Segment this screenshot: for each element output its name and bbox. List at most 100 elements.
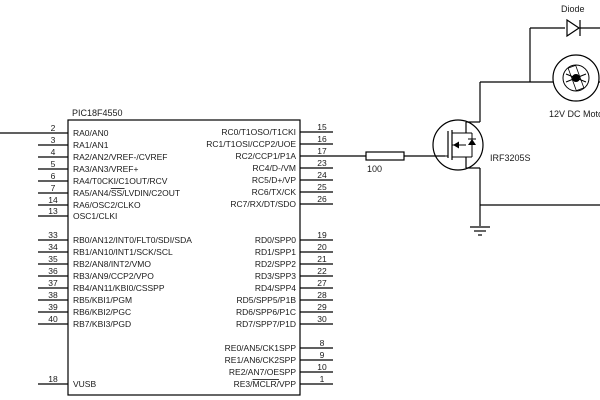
- pin-name: RA5/AN4/SS/LVDIN/C2OUT: [73, 188, 180, 198]
- pin-number: 23: [317, 158, 327, 168]
- pin-name: RC6/TX/CK: [252, 187, 297, 197]
- pin-number: 33: [48, 230, 58, 240]
- pin-name: RB1/AN10/INT1/SCK/SCL: [73, 247, 173, 257]
- diode-icon: [566, 18, 581, 38]
- pin-number: 28: [317, 290, 327, 300]
- pin-number: 2: [51, 123, 56, 133]
- pin-number: 39: [48, 302, 58, 312]
- pin-name: RB5/KBI1/PGM: [73, 295, 132, 305]
- pin-number: 40: [48, 314, 58, 324]
- pin-name: RB7/KBI3/PGD: [73, 319, 131, 329]
- pin-number: 15: [317, 122, 327, 132]
- pin-number: 22: [317, 266, 327, 276]
- pin-name: RA3/AN3/VREF+: [73, 164, 138, 174]
- pin-name: RD3/SPP3: [255, 271, 296, 281]
- pin-number: 3: [51, 135, 56, 145]
- pin-name: RC0/T1OSO/T1CKI: [221, 127, 296, 137]
- pin-number: 27: [317, 278, 327, 288]
- pin-name: RD5/SPP5/P1B: [236, 295, 296, 305]
- pin-name: RE1/AN6/CK2SPP: [225, 355, 297, 365]
- pin-number: 8: [320, 338, 325, 348]
- pin-number: 34: [48, 242, 58, 252]
- pin-number: 30: [317, 314, 327, 324]
- pin-name: RC5/D+/VP: [252, 175, 297, 185]
- mosfet-part-label: IRF3205S: [490, 153, 531, 163]
- resistor-value: 100: [367, 164, 382, 174]
- pin-number: 17: [317, 146, 327, 156]
- pin-name: RB6/KBI2/PGC: [73, 307, 131, 317]
- pin-name: RC2/CCP1/P1A: [236, 151, 297, 161]
- pin-number: 7: [51, 183, 56, 193]
- pin-name: RB4/AN11/KBI0/CSSPP: [73, 283, 165, 293]
- mcu-part-label: PIC18F4550: [72, 108, 123, 118]
- pin-number: 24: [317, 170, 327, 180]
- pin-name: RD7/SPP7/P1D: [236, 319, 296, 329]
- pin-number: 21: [317, 254, 327, 264]
- ground-icon: [470, 226, 490, 236]
- pin-number: 1: [320, 374, 325, 384]
- pin-name: RE0/AN5/CK1SPP: [225, 343, 297, 353]
- pin-name: RA6/OSC2/CLKO: [73, 200, 141, 210]
- pin-number: 5: [51, 159, 56, 169]
- pin-number: 26: [317, 194, 327, 204]
- pin-name: RA0/AN0: [73, 128, 109, 138]
- motor-label: 12V DC Motor: [549, 109, 600, 119]
- pin-number: 29: [317, 302, 327, 312]
- pin-name: RB3/AN9/CCP2/VPO: [73, 271, 154, 281]
- pin-name: RD0/SPP0: [255, 235, 296, 245]
- pin-number: 19: [317, 230, 327, 240]
- pin-number: 14: [48, 195, 58, 205]
- mcu-right-pins: 15RC0/T1OSO/T1CKI16RC1/T1OSI/CCP2/UOE17R…: [206, 122, 333, 389]
- pin-number: 36: [48, 266, 58, 276]
- pin-number: 16: [317, 134, 327, 144]
- pin-name: RB0/AN12/INT0/FLT0/SDI/SDA: [73, 235, 192, 245]
- pin-number: 4: [51, 147, 56, 157]
- pin-name: RC7/RX/DT/SDO: [230, 199, 296, 209]
- pin-name: RA1/AN1: [73, 140, 109, 150]
- pin-number: 10: [317, 362, 327, 372]
- pin-name: RE2/AN7/OESPP: [229, 367, 296, 377]
- diode-label: Diode: [561, 4, 585, 14]
- pin-name: RE3/MCLR/VPP: [234, 379, 297, 389]
- pin-name: OSC1/CLKI: [73, 211, 117, 221]
- pin-number: 20: [317, 242, 327, 252]
- pin-name: RA4/T0CKI/C1OUT/RCV: [73, 176, 168, 186]
